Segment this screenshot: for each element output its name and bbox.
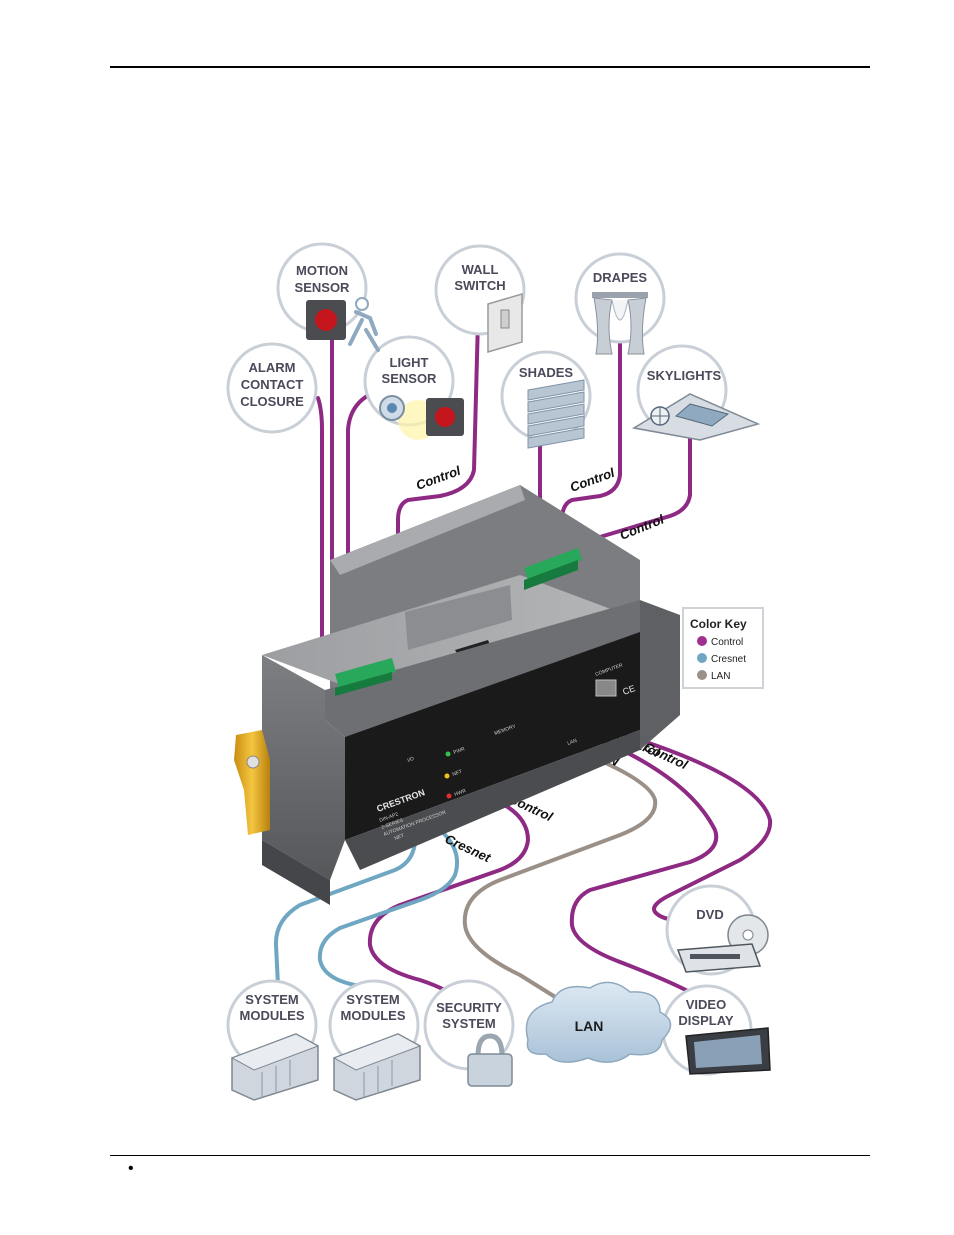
lan-cloud-icon [525,981,672,1063]
wire-cresnet-2 [317,828,460,988]
color-key-swatch-lan [697,670,707,680]
color-key-label-cresnet: Cresnet [711,654,746,665]
label-system-modules-2-b: MODULES [341,1008,406,1023]
footer-rule [110,1155,870,1156]
wire-video-display [569,740,719,1000]
led-label-pwr: PWR [453,746,466,756]
color-key-label-lan: LAN [711,671,730,682]
color-key-label-control: Control [711,637,743,648]
label-dvd: DVD [696,907,723,922]
automation-processor: I/O MEMORY COMPUTER LAN NET CRESTRON DIN… [234,485,680,905]
label-lan-cloud: LAN [575,1018,604,1034]
color-key-title: Color Key [690,617,747,631]
led-label-hwr: HWR [454,788,468,798]
terminal-block-left [335,658,396,696]
wire-label-cresnet: Cresnet [443,831,494,865]
wire-label-control-top-left: Control [414,463,463,493]
led-label-net: NET [452,769,463,778]
label-security-2: SYSTEM [442,1016,495,1031]
computer-port [595,679,617,697]
device-net-label: NET [394,833,405,842]
label-light-sensor-2: SENSOR [382,371,438,386]
led-hwr [446,793,452,799]
wire-lan [462,750,658,1002]
din-rail-bracket [234,730,270,835]
drapes-icon [592,292,648,355]
label-alarm-2: CONTACT [241,377,304,392]
label-security-1: SECURITY [436,1000,502,1015]
led-net [444,773,450,779]
light-sensor-icon [379,395,464,440]
node-alarm-circle [226,342,318,434]
wire-wall-switch [396,318,480,664]
color-key-swatch-cresnet [697,653,707,663]
header-rule [110,66,870,68]
device-lan-label: LAN [567,738,579,747]
label-video-display-1: VIDEO [686,997,726,1012]
label-video-display-2: DISPLAY [678,1013,733,1028]
node-labels: MOTION SENSOR WALL SWITCH DRAPES ALARM C… [240,262,734,1034]
label-system-modules-1-a: SYSTEM [245,992,298,1007]
label-wall-switch-2: SWITCH [454,278,505,293]
label-drapes: DRAPES [593,270,648,285]
wire-dvd [638,738,773,922]
video-display-icon [685,1027,771,1075]
security-padlock-icon [467,1033,513,1087]
motion-sensor-icon [306,297,380,352]
dvd-icon [676,914,769,973]
wall-switch-icon [487,292,523,354]
label-skylights: SKYLIGHTS [647,368,722,383]
label-system-modules-1-b: MODULES [240,1008,305,1023]
shades-icon [527,379,585,449]
wire-cresnet-1 [273,828,418,987]
label-light-sensor-1: LIGHT [390,355,429,370]
color-key-swatch-control [697,636,707,646]
footer-bullet: • [128,1160,134,1177]
system-modules-1-icon [230,1033,320,1101]
label-alarm-3: CLOSURE [240,394,304,409]
device-io-label: I/O [407,756,415,764]
label-alarm-1: ALARM [249,360,296,375]
device-ce-mark: CE [621,683,636,697]
system-modules-2-icon [332,1033,422,1101]
node-icons [230,292,771,1101]
wire-security [367,798,530,1002]
skylights-icon [631,393,761,441]
terminal-block-right [524,548,582,590]
label-system-modules-2-a: SYSTEM [346,992,399,1007]
label-motion-sensor-1: MOTION [296,263,348,278]
wires [273,308,773,1002]
label-shades: SHADES [519,365,574,380]
led-power [445,751,451,757]
wire-label-control-top-right: Control [618,511,667,542]
label-motion-sensor-2: SENSOR [295,280,351,295]
label-wall-switch-1: WALL [462,262,499,277]
color-key: Color Key Control Cresnet LAN [682,607,764,689]
